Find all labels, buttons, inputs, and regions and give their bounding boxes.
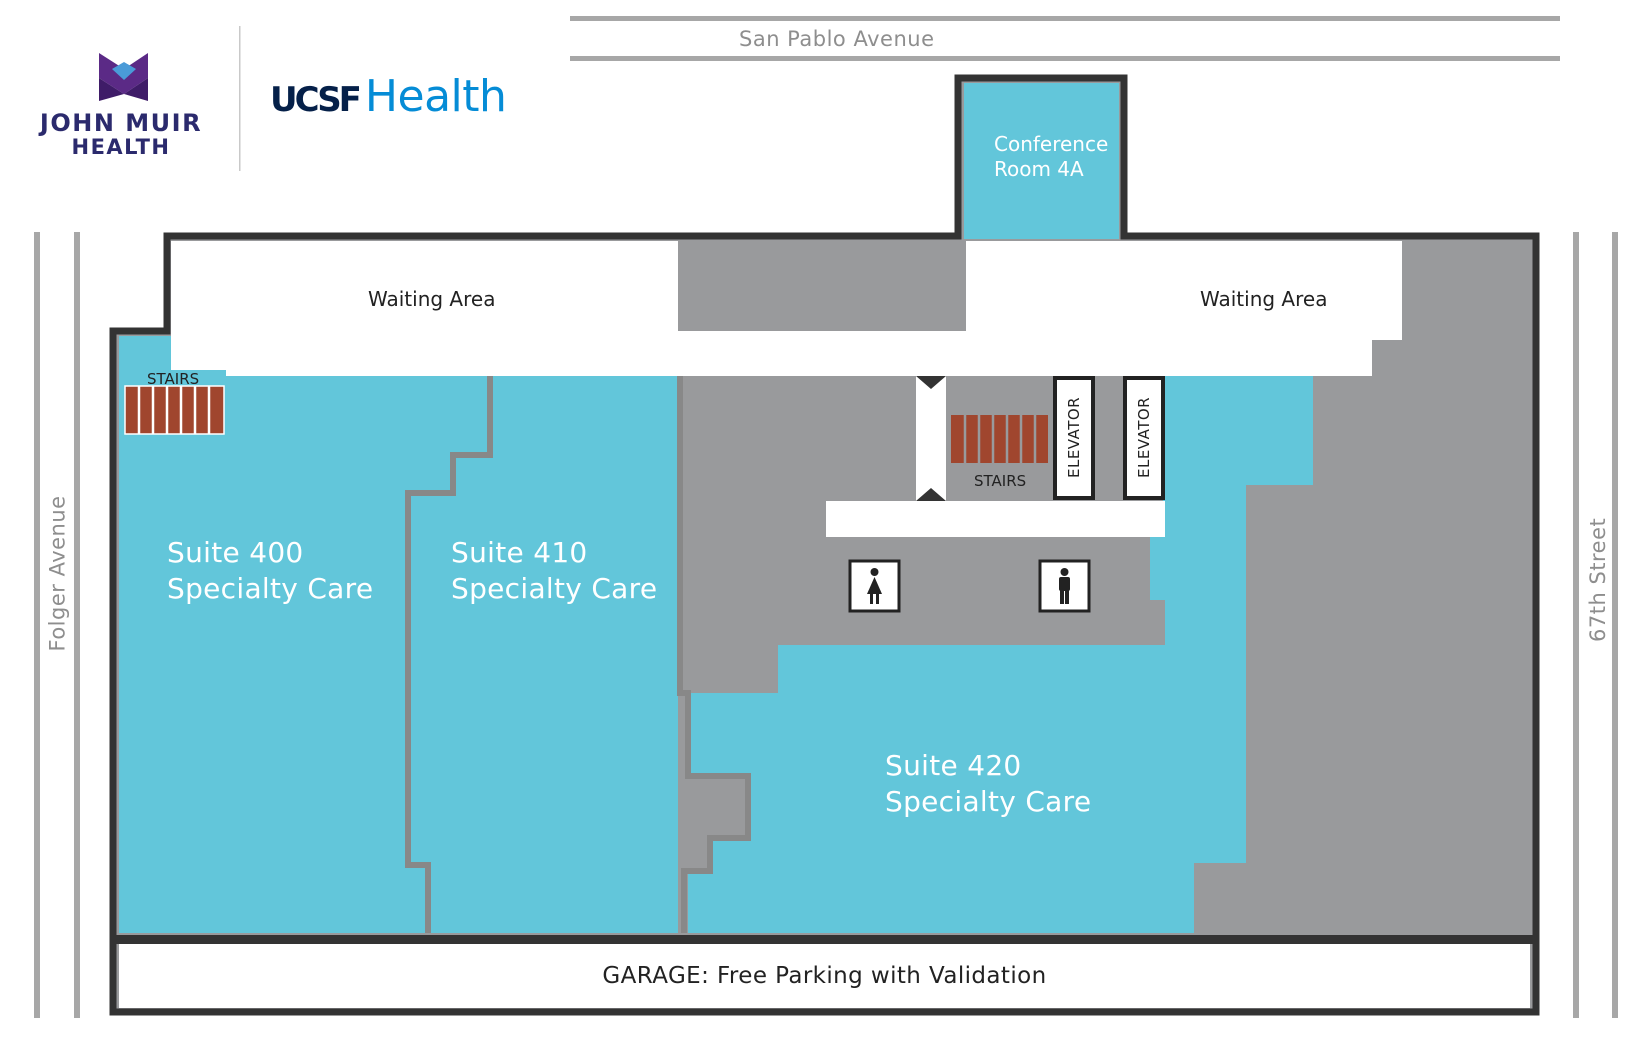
suite-400-line1: Suite 400 <box>167 536 304 569</box>
stairs-left-label: STAIRS <box>147 370 200 388</box>
ucsf-mark: UCSF <box>270 80 362 120</box>
street-label-top: San Pablo Avenue <box>739 27 935 51</box>
john-muir-line2: HEALTH <box>71 135 171 159</box>
conference-room-area <box>964 83 1119 239</box>
suite-420-label: Suite 420 Specialty Care <box>885 748 1091 820</box>
logo-separator <box>239 26 241 171</box>
elevator-2-label: ELEVATOR <box>1135 396 1153 478</box>
waiting-area-left-label: Waiting Area <box>368 287 496 311</box>
garage-area <box>119 944 1530 1008</box>
suite-divider-walls <box>405 374 751 933</box>
stairs-center-treads <box>951 415 1048 463</box>
stairs-center-label: STAIRS <box>974 472 1027 490</box>
stair-landing <box>916 376 946 501</box>
womens-restroom-icon <box>848 559 901 613</box>
garage-divider-wall <box>113 935 1536 944</box>
stairs-left-treads <box>124 385 225 435</box>
suite-400-line2: Specialty Care <box>167 572 374 605</box>
garage-label: GARAGE: Free Parking with Validation <box>602 963 1047 989</box>
mens-restroom-icon <box>1038 559 1091 613</box>
john-muir-logo-icon <box>99 53 148 101</box>
suite-410-line2: Specialty Care <box>451 572 658 605</box>
waiting-area-right-label: Waiting Area <box>1200 287 1328 311</box>
street-label-left: Folger Avenue <box>45 495 70 652</box>
conference-line1: Conference <box>994 132 1109 156</box>
suite-420-line2: Specialty Care <box>885 785 1092 818</box>
elevator-lobby-floor <box>826 501 1165 537</box>
conference-room-label: Conference Room 4A <box>994 132 1108 182</box>
john-muir-line1: JOHN MUIR <box>39 109 203 137</box>
ucsf-health-word: Health <box>364 71 507 122</box>
landing-arrow-top <box>916 376 946 389</box>
conference-line2: Room 4A <box>994 157 1084 181</box>
elevator-1-label: ELEVATOR <box>1065 396 1083 478</box>
landing-arrow-bottom <box>916 488 946 501</box>
waiting-corridor <box>171 241 1402 376</box>
suite-410-label: Suite 410 Specialty Care <box>451 535 657 607</box>
elevator-2-box <box>1123 376 1165 500</box>
suite-400-label: Suite 400 Specialty Care <box>167 535 373 607</box>
suite-420-line1: Suite 420 <box>885 749 1022 782</box>
elevator-1-box <box>1053 376 1095 500</box>
suite-areas <box>119 336 1313 933</box>
suite-410-area <box>408 376 678 933</box>
suite-420-area <box>688 376 1313 933</box>
street-lines <box>34 16 1618 1018</box>
suite-410-line1: Suite 410 <box>451 536 588 569</box>
street-label-right: 67th Street <box>1586 517 1610 642</box>
suite-400-area <box>119 336 490 933</box>
john-muir-wordmark: JOHN MUIR HEALTH <box>38 111 204 159</box>
